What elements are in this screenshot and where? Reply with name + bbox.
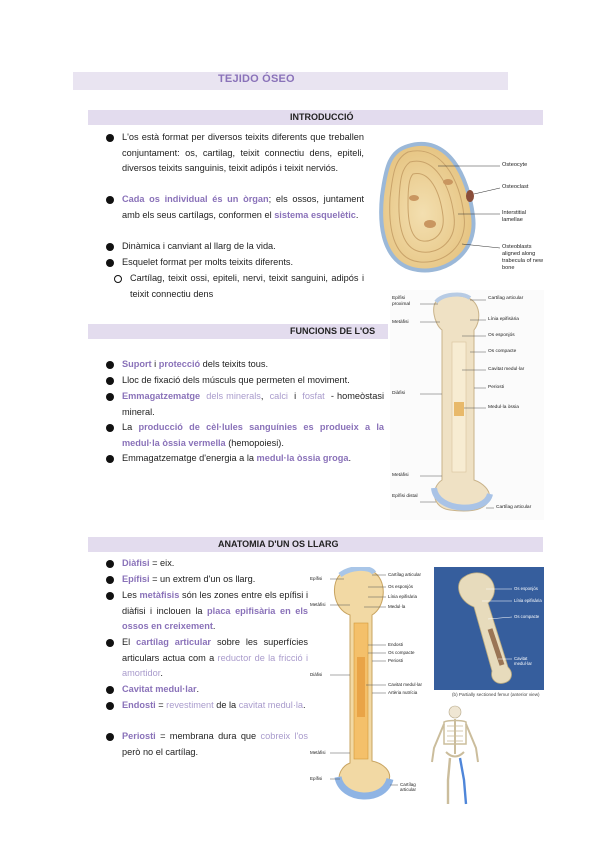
label: Cavitat medul·lar <box>488 367 525 372</box>
long-bone-illustration: Epífisi proximal Metàfisi Diàfisi Metàfi… <box>390 290 544 520</box>
label: Línia epifisària <box>488 317 519 322</box>
section-heading-anatomia: ANATOMIA D'UN OS LLARG <box>218 539 339 549</box>
list-item: Diàfisi = eix. <box>106 556 308 572</box>
label: Medul·la <box>388 604 406 609</box>
section-bar-anatomia <box>88 537 543 552</box>
label: Epífisi proximal <box>392 296 411 307</box>
bullet-icon <box>106 196 114 204</box>
label: Cartílag articular <box>496 505 532 510</box>
label: Metàfisi <box>392 473 409 478</box>
list-item: L'os està format per diversos teixits di… <box>106 130 364 177</box>
figure-caption: (b) Partially sectioned femur (anterior … <box>452 692 540 697</box>
label: Metàfisi <box>310 602 326 607</box>
label: Cavitat medul·lar <box>388 682 423 687</box>
skeleton-illustration <box>426 704 484 808</box>
list-item: Emmagatzematge dels minerals, calci i fo… <box>106 389 384 420</box>
label: Os esponjós <box>488 333 515 338</box>
list-item: Endosti = revestiment de la cavitat medu… <box>106 698 308 714</box>
section-heading-introduccio: INTRODUCCIÓ <box>290 112 354 122</box>
label-interstitial-lamellae: Interstitial lamellae <box>502 210 526 223</box>
label: Os compacte <box>488 349 517 354</box>
label: Línia epifisària <box>388 594 418 599</box>
bullet-icon <box>106 576 114 584</box>
label: Os esponjós <box>514 586 538 591</box>
list-item: El cartílag articular sobre les superfíc… <box>106 635 308 682</box>
label: Diàfisi <box>392 391 406 396</box>
sub-list-item: Cartílag, teixit ossi, epiteli, nervi, t… <box>114 271 364 302</box>
list-item: Emmagatzematge d'energia a la medul·la ò… <box>106 451 384 467</box>
list-item: Esquelet format per molts teixits difere… <box>106 255 364 271</box>
label: Epífisi distal <box>392 494 418 499</box>
label: Artèria nutrícia <box>388 690 418 695</box>
label: Cartílag articular <box>488 296 524 301</box>
bullet-icon <box>106 733 114 741</box>
list-item: Les metàfisis són les zones entre els ep… <box>106 588 308 635</box>
bullet-icon <box>106 686 114 694</box>
label: Medul·la òssia <box>488 405 519 410</box>
circle-bullet-icon <box>114 275 122 283</box>
label: Os compacte <box>388 650 415 655</box>
bullet-icon <box>106 393 114 401</box>
label: Endosti <box>388 642 404 647</box>
bullet-icon <box>106 639 114 647</box>
page-title: TEJIDO ÓSEO <box>218 73 295 85</box>
label: Metàfisi <box>392 320 409 325</box>
bullet-icon <box>106 134 114 142</box>
label: Cartílag articular <box>388 572 422 577</box>
femur-photo: Os esponjós Línia epifisària Os compacte… <box>434 567 544 690</box>
label: Os esponjós <box>388 584 414 589</box>
list-item: Cavitat medul·lar. <box>106 682 308 698</box>
label: Epífisi <box>310 776 323 781</box>
section-bar-funcions <box>88 324 388 339</box>
list-item: Cada os individual és un òrgan; els osso… <box>106 192 364 223</box>
label-osteoblasts: Osteoblasts aligned along trabecula of n… <box>502 244 544 271</box>
list-item: Lloc de fixació dels músculs que permete… <box>106 373 384 389</box>
label: Diàfisi <box>310 672 323 677</box>
long-bone-anatomy-illustration: Epífisi Metàfisi Diàfisi Metàfisi Epífis… <box>310 567 428 805</box>
label: Cavitat medul·lar <box>514 656 532 666</box>
bullet-icon <box>106 455 114 463</box>
section-heading-funcions: FUNCIONS DE L'OS <box>290 326 376 336</box>
bullet-icon <box>106 560 114 568</box>
label: Línia epifisària <box>514 598 542 603</box>
bullet-icon <box>106 702 114 710</box>
bone-tissue-illustration: Osteocyte Osteoclast Interstitial lamell… <box>378 136 544 276</box>
bullet-icon <box>106 259 114 267</box>
list-item: La producció de cèl·lules sanguínies es … <box>106 420 384 451</box>
section-bar-introduccio <box>88 110 543 125</box>
bullet-icon <box>106 243 114 251</box>
list-item: Epífisi = un extrem d'un os llarg. <box>106 572 308 588</box>
label: Os compacte <box>514 614 540 619</box>
label: Epífisi <box>310 576 323 581</box>
label: Cartílag articular <box>400 782 417 792</box>
label: Periosti <box>388 658 404 663</box>
bullet-icon <box>106 592 114 600</box>
bullet-icon <box>106 377 114 385</box>
bullet-icon <box>106 424 114 432</box>
label-osteocyte: Osteocyte <box>502 162 528 168</box>
list-item: Dinàmica i canviant al llarg de la vida. <box>106 239 364 255</box>
list-item: Suport i protecció dels teixits tous. <box>106 357 384 373</box>
list-item: Periosti = membrana dura que cobreix l'o… <box>106 729 308 760</box>
label: Metàfisi <box>310 750 326 755</box>
label: Periosti <box>488 385 504 390</box>
label-osteoclast: Osteoclast <box>502 184 529 190</box>
bullet-icon <box>106 361 114 369</box>
title-bar <box>73 72 508 90</box>
